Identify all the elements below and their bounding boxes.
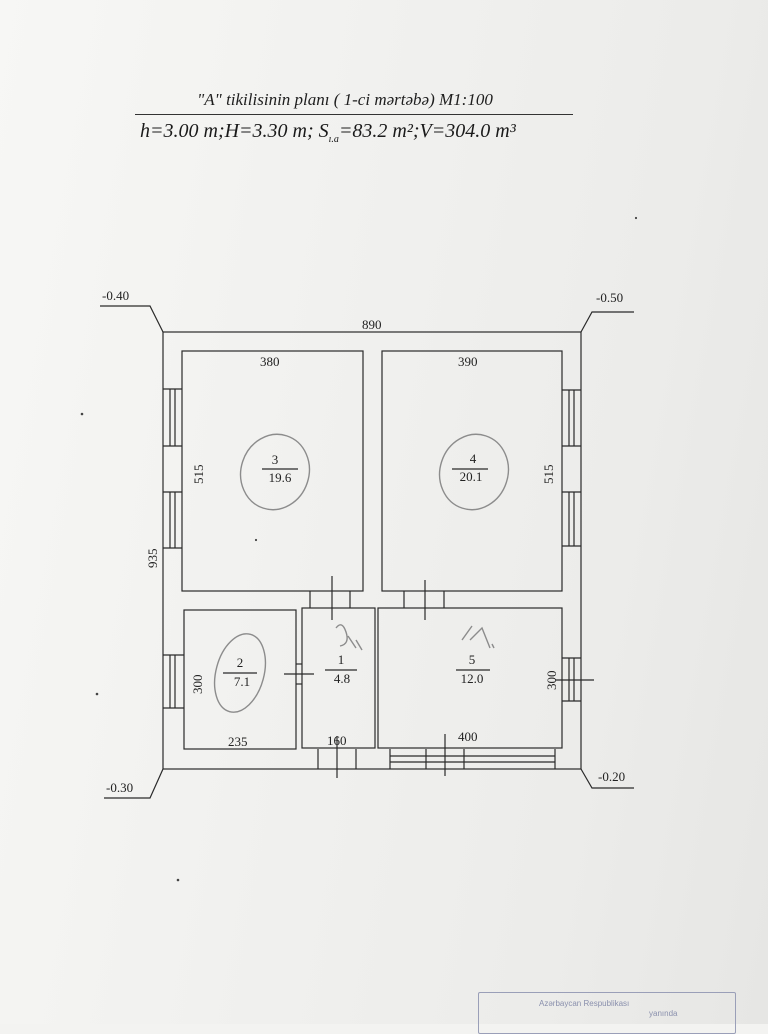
door-room-5 [425, 734, 465, 776]
pencil-mark-room-1 [335, 624, 363, 651]
stamp-line-2: yanında [649, 1009, 678, 1018]
room-3-number: 3 [272, 452, 279, 467]
window-bottom [389, 749, 556, 769]
room-4-number: 4 [470, 451, 477, 466]
room-5-outline [377, 607, 563, 749]
room-3-depth: 515 [191, 465, 206, 485]
volume-value: V=304.0 m³ [419, 120, 516, 142]
room-1-number: 1 [338, 652, 345, 667]
window-left-3 [163, 654, 184, 709]
room-3-area: 19.6 [269, 470, 292, 485]
stamp-line-1: Azərbaycan Respublikası [539, 999, 630, 1008]
room-4-depth: 515 [541, 465, 556, 485]
room-3-width: 380 [260, 354, 280, 369]
elevation-bottom-right: -0.20 [598, 769, 625, 784]
ink-dot [80, 412, 84, 416]
elevation-top-right: -0.50 [596, 290, 623, 305]
title-underline [135, 114, 573, 115]
elevation-top-left: -0.40 [102, 288, 129, 303]
room-1-area: 4.8 [334, 671, 350, 686]
room-4-outline [381, 350, 563, 592]
pencil-circle-room-2 [213, 633, 267, 713]
area-label: S [318, 120, 329, 142]
overall-width-label: 890 [362, 317, 382, 332]
room-5-area: 12.0 [461, 671, 484, 686]
elevation-leader-top-left [100, 305, 164, 333]
room-2-number: 2 [237, 655, 244, 670]
elevation-leader-bottom-left [104, 768, 164, 799]
overall-depth-label: 935 [145, 549, 160, 569]
ink-dot [634, 216, 638, 220]
window-right-3 [562, 657, 581, 702]
room-4-width: 390 [458, 354, 478, 369]
outer-wall [162, 331, 582, 770]
elevation-leader-top-right [580, 311, 634, 333]
elevation-leader-bottom-right [580, 768, 634, 789]
elevation-bottom-left: -0.30 [106, 780, 133, 795]
room-2-width: 235 [228, 734, 248, 749]
door-room-4 [403, 580, 445, 620]
pencil-circle-room-3 [239, 433, 311, 511]
room-5-width: 400 [458, 729, 478, 744]
door-room-3 [309, 576, 351, 620]
room-5-depth: 300 [544, 671, 559, 691]
window-right-2 [562, 491, 581, 547]
room-4-area: 20.1 [460, 469, 483, 484]
official-stamp: Azərbaycan Respublikası yanında [478, 992, 736, 1034]
window-left-2 [163, 491, 182, 549]
room-2-depth: 300 [190, 675, 205, 695]
window-right-1 [562, 389, 581, 447]
room-3-outline [181, 350, 364, 592]
room-2-area: 7.1 [234, 674, 250, 689]
ink-dot [254, 538, 258, 542]
ink-dot [95, 692, 99, 696]
door-entrance [317, 736, 357, 778]
ceiling-height: h=3.00 m; [140, 120, 225, 142]
room-1-width: 160 [327, 733, 347, 748]
ink-dot [176, 878, 180, 882]
building-parameters: h=3.00 m;H=3.30 m; Sı.a=83.2 m²;V=304.0 … [140, 120, 516, 145]
building-height: H=3.30 m; [224, 120, 314, 142]
area-subscript: ı.a [328, 134, 339, 145]
room-1-outline [301, 607, 376, 749]
window-left-1 [163, 388, 182, 447]
pencil-circle-room-4 [438, 433, 510, 511]
door-room-2 [284, 663, 314, 685]
pencil-mark-room-5 [461, 625, 495, 649]
plan-title: "A" tikilisinin planı ( 1-ci mərtəbə) M1… [197, 90, 493, 109]
area-value: =83.2 m²; [338, 120, 420, 142]
room-2-outline [183, 609, 297, 750]
room-5-number: 5 [469, 652, 476, 667]
